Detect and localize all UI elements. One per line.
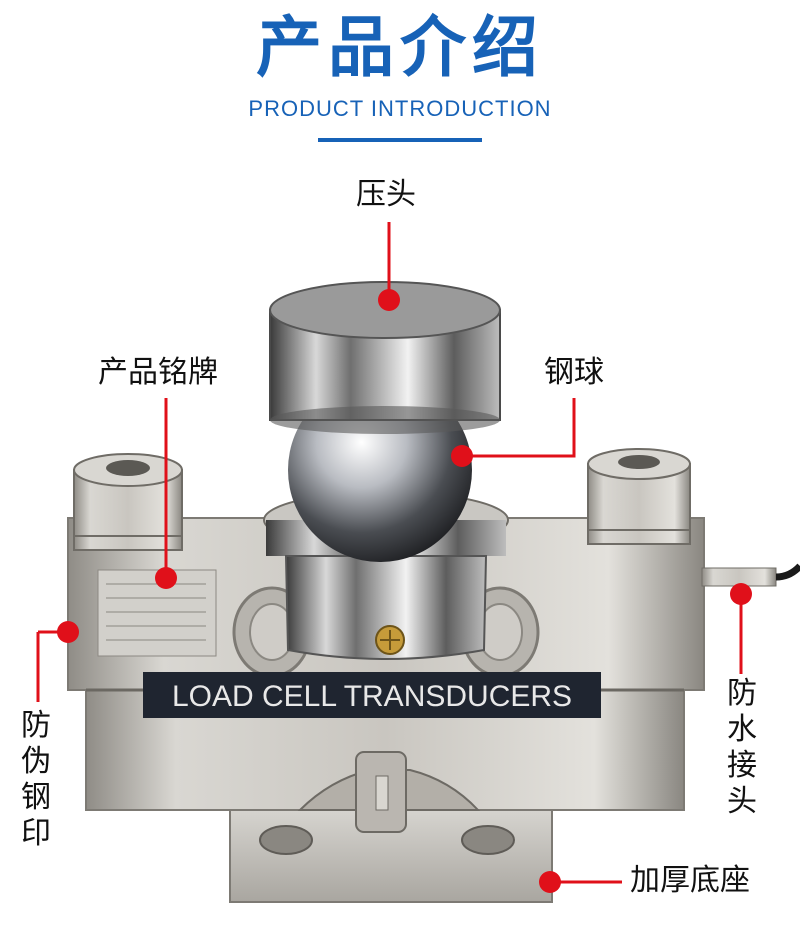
callout-press-head: 压头 [356,177,416,212]
callout-waterproof-connector: 防水接头 [727,676,757,819]
right-bolt [587,448,691,545]
title-underline [318,138,482,142]
plate-text: LOAD CELL TRANSDUCERS [172,680,572,713]
callout-nameplate: 产品铭牌 [98,355,218,390]
product-label-plate [143,672,601,718]
weld-joint [297,751,481,833]
left-bolt [73,453,183,551]
callout-thick-base: 加厚底座 [630,863,750,898]
page-title: 产品介绍 [256,9,544,86]
nameplate-sticker [97,569,217,657]
callout-steel-ball: 钢球 [544,355,604,390]
callout-dots [57,289,752,893]
cable-connector [701,563,800,587]
callout-anti-counterfeit: 防伪钢印 [21,708,51,851]
page-subtitle: PRODUCT INTRODUCTION [248,96,552,121]
